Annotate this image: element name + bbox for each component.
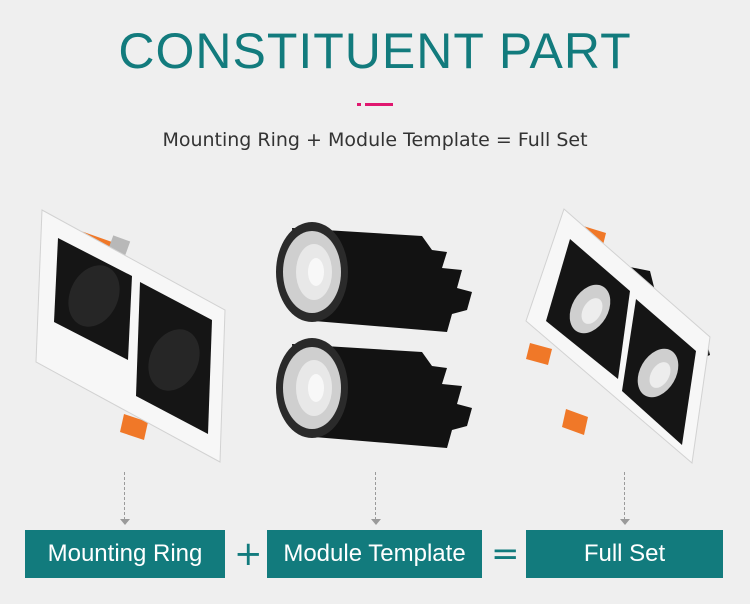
mounting-ring-image xyxy=(35,209,226,463)
module-template-label: Module Template xyxy=(267,530,482,578)
mounting-ring-arrow xyxy=(119,472,131,526)
full-set-arrow xyxy=(619,472,631,526)
full-set-image xyxy=(525,208,711,464)
plus-sign: + xyxy=(234,534,263,574)
equals-sign: = xyxy=(491,534,520,574)
page-subtitle: Mounting Ring + Module Template = Full S… xyxy=(162,129,588,151)
module-template-image xyxy=(276,222,472,448)
page-title: CONSTITUENT PART xyxy=(118,23,632,79)
module-template-arrow xyxy=(370,472,382,526)
full-set-label: Full Set xyxy=(526,530,723,578)
mounting-ring-label: Mounting Ring xyxy=(25,530,225,578)
